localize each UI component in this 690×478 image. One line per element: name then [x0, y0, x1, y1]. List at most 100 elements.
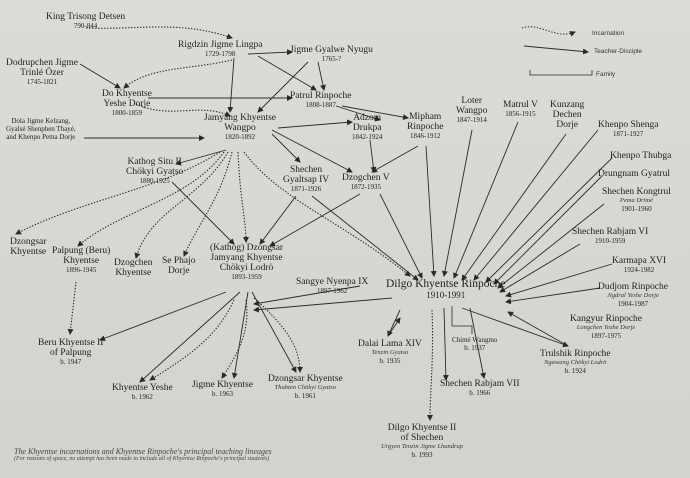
caption-note: (For reasons of space, no attempt has be…: [14, 456, 270, 462]
incarnation-line-0: [85, 26, 233, 40]
teacher-disciple-line-4: [247, 49, 293, 56]
teacher-disciple-line-13: [277, 119, 353, 129]
legend-incarnation-line: [521, 26, 576, 37]
teacher-disciple-line-25: [171, 181, 235, 245]
teacher-disciple-line-56: [507, 311, 569, 347]
node-thubga: Khenpo Thubga: [610, 151, 672, 161]
teacher-disciple-line-5: [257, 55, 317, 91]
teacher-disciple-line-43: [231, 291, 249, 379]
legend-samples: [521, 26, 593, 76]
teacher-disciple-line-27: [269, 193, 361, 247]
teacher-disciple-line-39: [505, 263, 613, 298]
teacher-disciple-line-26: [259, 195, 297, 245]
caption-title: The Khyentse incarnations and Khyentse R…: [14, 447, 272, 456]
incarnation-line-50: [253, 297, 303, 373]
incarnation-line-20: [77, 151, 225, 247]
teacher-disciple-line-55: [461, 307, 569, 348]
incarnation-line-19: [15, 151, 221, 235]
teacher-disciple-line-52: [387, 317, 401, 337]
legend-family: Family: [596, 71, 616, 78]
teacher-disciple-line-11: [335, 105, 381, 122]
legend-family-line: [529, 70, 593, 76]
teacher-disciple-line-31: [441, 129, 473, 277]
teacher-disciple-line-41: [253, 297, 393, 313]
incarnation-line-49: [221, 299, 248, 379]
teacher-disciple-line-7: [257, 61, 309, 113]
legend-teacher-line: [523, 45, 589, 55]
incarnation-line-21: [134, 151, 229, 259]
teacher-disciple-line-28: [311, 195, 419, 281]
teacher-disciple-line-8: [317, 61, 326, 91]
family-line-58: [451, 306, 473, 334]
teacher-disciple-line-45: [139, 291, 241, 383]
incarnation-line-57: [427, 309, 434, 421]
teacher-disciple-line-3: [227, 57, 235, 113]
teacher-disciple-line-46: [99, 291, 227, 342]
teacher-disciple-line-14: [271, 133, 301, 163]
teacher-disciple-line-17: [371, 145, 419, 173]
incarnation-line-48: [149, 299, 235, 381]
teacher-disciple-line-29: [379, 193, 423, 279]
legend-incarnation: Incarnation: [592, 30, 625, 37]
teacher-disciple-line-12: [341, 105, 409, 121]
teacher-disciple-line-42: [253, 285, 361, 307]
teacher-disciple-line-6: [79, 63, 121, 89]
teacher-disciple-line-16: [369, 139, 377, 173]
teacher-disciple-line-32: [453, 121, 519, 279]
legend-teacher-disciple: Teacher-Disciple: [594, 48, 643, 55]
teacher-disciple-line-44: [251, 291, 297, 373]
teacher-disciple-line-34: [473, 129, 599, 281]
incarnation-line-23: [237, 151, 249, 243]
node-dola: Dola Jigme Kelzang,Gyalsé Shenphen Thayé…: [6, 117, 76, 141]
teacher-disciple-line-36: [493, 175, 603, 285]
teacher-disciple-line-37: [497, 203, 605, 289]
incarnation-line-22: [183, 151, 233, 257]
teacher-disciple-line-30: [425, 145, 437, 277]
teacher-disciple-line-54: [469, 307, 486, 379]
teacher-disciple-line-51: [387, 309, 401, 337]
node-drungnam: Drungnam Gyatrul: [598, 169, 671, 179]
incarnation-line-1: [123, 59, 233, 89]
incarnation-line-24: [243, 151, 411, 277]
teacher-disciple-line-38: [499, 243, 581, 293]
teacher-disciple-line-40: [505, 287, 601, 305]
teacher-disciple-line-15: [271, 129, 353, 173]
